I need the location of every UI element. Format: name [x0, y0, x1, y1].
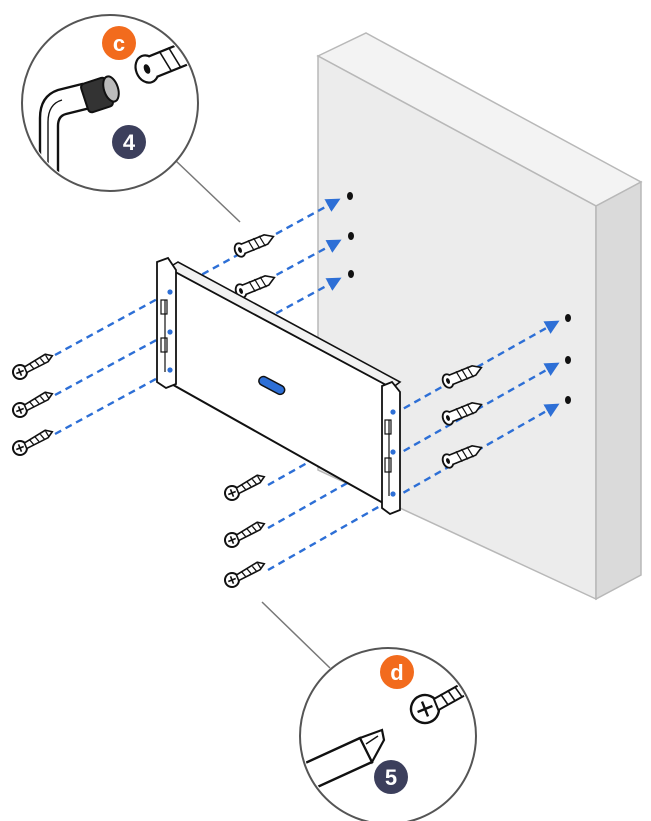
arrow-icon	[267, 403, 560, 572]
letter-badge-text: c	[113, 31, 125, 56]
step-badge	[374, 760, 408, 794]
wall-hole	[347, 192, 353, 200]
letter-badge-text: d	[390, 660, 403, 685]
wall-hole	[565, 314, 571, 322]
arrow-icon	[267, 362, 560, 530]
screw-icon	[221, 519, 270, 551]
wall-holes	[347, 192, 571, 404]
screw-icon	[9, 351, 58, 383]
callout-leader-top	[174, 159, 241, 223]
callout-hammer-anchor: c 4	[21, 14, 199, 192]
wall-hole	[348, 270, 354, 278]
letter-badge	[380, 655, 414, 689]
screw-icon	[221, 472, 270, 504]
wall-hole	[565, 356, 571, 364]
bracket-plate-edge	[166, 261, 402, 389]
wall-side-face	[595, 180, 642, 601]
screw-icon	[221, 559, 270, 591]
letter-badge	[102, 26, 136, 60]
screw-icon	[9, 389, 58, 421]
bracket-left-flange	[156, 256, 177, 390]
wall-hole	[565, 396, 571, 404]
screws-bottom	[221, 472, 270, 591]
step-badge-text: 5	[385, 765, 397, 790]
step-badge	[112, 125, 146, 159]
callout-leader-bottom	[261, 601, 331, 669]
bracket-right-flange	[381, 380, 401, 516]
screws-left	[9, 351, 58, 459]
bracket-center-slot	[258, 375, 286, 396]
mounting-bracket-icon	[156, 256, 402, 516]
wall-hole	[348, 232, 354, 240]
callout-screwdriver-screw: d 5	[299, 647, 477, 821]
wall-anchor-icon	[231, 229, 277, 260]
arrow-icon	[267, 320, 560, 487]
screw-icon	[9, 427, 58, 459]
step-badge-text: 4	[123, 130, 136, 155]
